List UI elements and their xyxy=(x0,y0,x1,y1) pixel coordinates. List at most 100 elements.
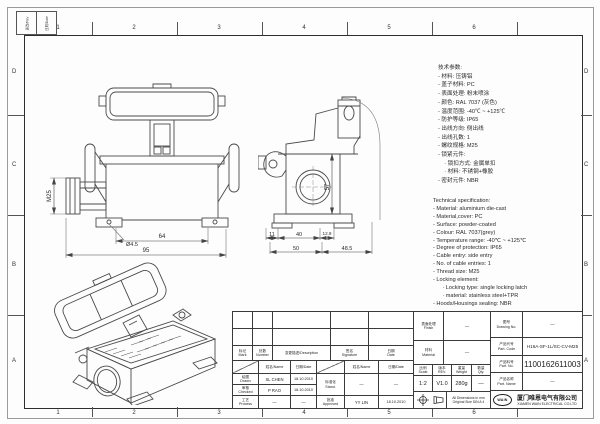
rev-cell xyxy=(369,312,414,329)
zone-number: 5 xyxy=(387,25,391,31)
dim-base: 50 xyxy=(293,246,299,252)
dim-right: 12.9 xyxy=(323,231,332,236)
diagonal-cell xyxy=(233,361,259,374)
scale-value: 1:2 xyxy=(414,376,433,392)
zone-tick xyxy=(347,407,348,417)
weight-label: 重量 Weight xyxy=(452,365,472,376)
rev-cell xyxy=(253,312,273,329)
title-block: 标记 Mark 处数 Number 变更描述/Description 签名 Si… xyxy=(232,311,583,409)
zone-tick xyxy=(262,22,263,35)
stand-label: 标准化 Stand. xyxy=(317,374,345,396)
zone-tick xyxy=(581,315,592,316)
part-code-value: H16A-SF-1L/SC-CV-M25 xyxy=(523,338,582,356)
rev-cell xyxy=(233,312,253,329)
notes-en-title: Technical specification: xyxy=(433,198,491,204)
cover-outline xyxy=(105,87,219,121)
checked-name: P RAO xyxy=(259,385,291,396)
number-header: 处数 Number xyxy=(253,346,273,361)
part-no-label: 产品料号 Part. No. xyxy=(491,356,523,373)
zone-tick xyxy=(92,407,93,417)
material-value: — xyxy=(444,341,491,365)
process-name: — xyxy=(259,396,291,408)
stand-name: — xyxy=(345,374,379,396)
dim-hole: Ø4.5 xyxy=(126,242,138,248)
corner-rev-label: 更改/Rev xyxy=(24,16,29,30)
zone-number: 3 xyxy=(217,25,221,31)
approved-name: YY LIN xyxy=(345,396,379,408)
dim-height: 57 xyxy=(325,183,331,190)
finish-label: 表面处理 Finish xyxy=(414,312,444,341)
date-header: 日期 Date xyxy=(369,346,414,361)
zone-number: 4 xyxy=(302,410,306,416)
approved-label: 批准 Approved xyxy=(317,396,345,408)
zone-number: 2 xyxy=(132,25,136,31)
zone-tick xyxy=(581,215,592,216)
zone-tick xyxy=(262,407,263,417)
process-date: — xyxy=(291,396,317,408)
side-view: 57 11 40 12.9 50 48.5 xyxy=(258,96,381,254)
company-name-en: XIAMEN WAIN ELECTRICAL CO.LTD xyxy=(517,402,577,406)
zone-tick xyxy=(177,407,178,417)
zone-number: 1 xyxy=(56,25,60,31)
rev-cell xyxy=(233,329,253,346)
process-label: 工艺 Process xyxy=(233,396,259,408)
signature-header: 签名 Signature xyxy=(331,346,369,361)
finish-value: — xyxy=(444,312,491,341)
zone-letter: D xyxy=(584,69,589,75)
dim-overall-width: 95 xyxy=(143,248,150,254)
drawing-no-value: — xyxy=(523,312,582,338)
zone-number: 5 xyxy=(387,410,391,416)
zone-number: 6 xyxy=(472,25,476,31)
zone-tick xyxy=(177,22,178,35)
front-view: M25 Ø4.5 64 95 xyxy=(47,83,240,258)
approved-date: 18.10.2010 xyxy=(379,396,414,408)
notes-cn-title: 技术参数: xyxy=(438,65,462,71)
drawing-no-label: 图号 Drawing No. xyxy=(491,312,523,338)
corner-revision-strip: 更改/Rev 日期/Date xyxy=(16,11,57,35)
diagonal-cell xyxy=(317,361,345,374)
drawn-date: 18.10.2010 xyxy=(291,374,317,385)
scale-label: 比例 Scale xyxy=(414,365,433,376)
projection-symbol-cell xyxy=(414,392,447,408)
dim-left: 11 xyxy=(269,232,275,238)
first-angle-projection-icon xyxy=(416,394,443,406)
zone-letter: D xyxy=(12,69,17,75)
zone-number: 6 xyxy=(472,410,476,416)
zone-tick xyxy=(432,407,433,417)
rev-cell xyxy=(369,329,414,346)
drawn-label: 绘图 Drawn xyxy=(233,374,259,385)
date-subheader: 日期/Date xyxy=(291,361,317,374)
corner-cell: 更改/Rev xyxy=(17,12,37,34)
sheet-outer-border xyxy=(7,7,594,419)
zone-letter: B xyxy=(584,262,589,268)
corner-cell: 日期/Date xyxy=(37,12,56,34)
corner-date-label: 日期/Date xyxy=(44,15,49,31)
part-name-value: — xyxy=(523,373,582,391)
rev-cell xyxy=(331,329,369,346)
date-subheader: 日期/Date xyxy=(379,361,414,374)
zone-tick xyxy=(8,115,24,116)
zone-tick xyxy=(347,22,348,35)
stand-date: — xyxy=(379,374,414,396)
checked-date: 18.10.2010 xyxy=(291,385,317,396)
part-no-value: 1100162611003 xyxy=(523,356,582,373)
technical-notes-cn: 技术参数: - 材料: 压铸铝 - 盖子材料: PC - 表面处理: 粉末喷涂 … xyxy=(438,64,588,186)
wain-logo: WAIN xyxy=(493,393,512,406)
zone-letter: B xyxy=(12,262,17,268)
drawn-name: SL CHEN xyxy=(259,374,291,385)
zone-tick xyxy=(432,22,433,35)
zone-letter: A xyxy=(584,358,589,364)
isometric-view xyxy=(54,262,218,405)
rev-cell xyxy=(273,312,331,329)
zone-letter: C xyxy=(12,162,17,168)
zone-number: 4 xyxy=(302,25,306,31)
company-name-cn: 厦门唯恩电气有限公司 xyxy=(516,396,577,402)
zone-tick xyxy=(517,407,518,417)
rev-cell xyxy=(273,329,331,346)
company-cell: WAIN 厦门唯恩电气有限公司 XIAMEN WAIN ELECTRICAL C… xyxy=(491,391,582,408)
checked-label: 审核 Checked xyxy=(233,385,259,396)
name-subheader: 姓名/Name xyxy=(259,361,291,374)
rev-cell xyxy=(331,312,369,329)
qty-label: 数量 Qty. xyxy=(472,365,491,376)
dim-swing: 48.5 xyxy=(342,246,353,252)
